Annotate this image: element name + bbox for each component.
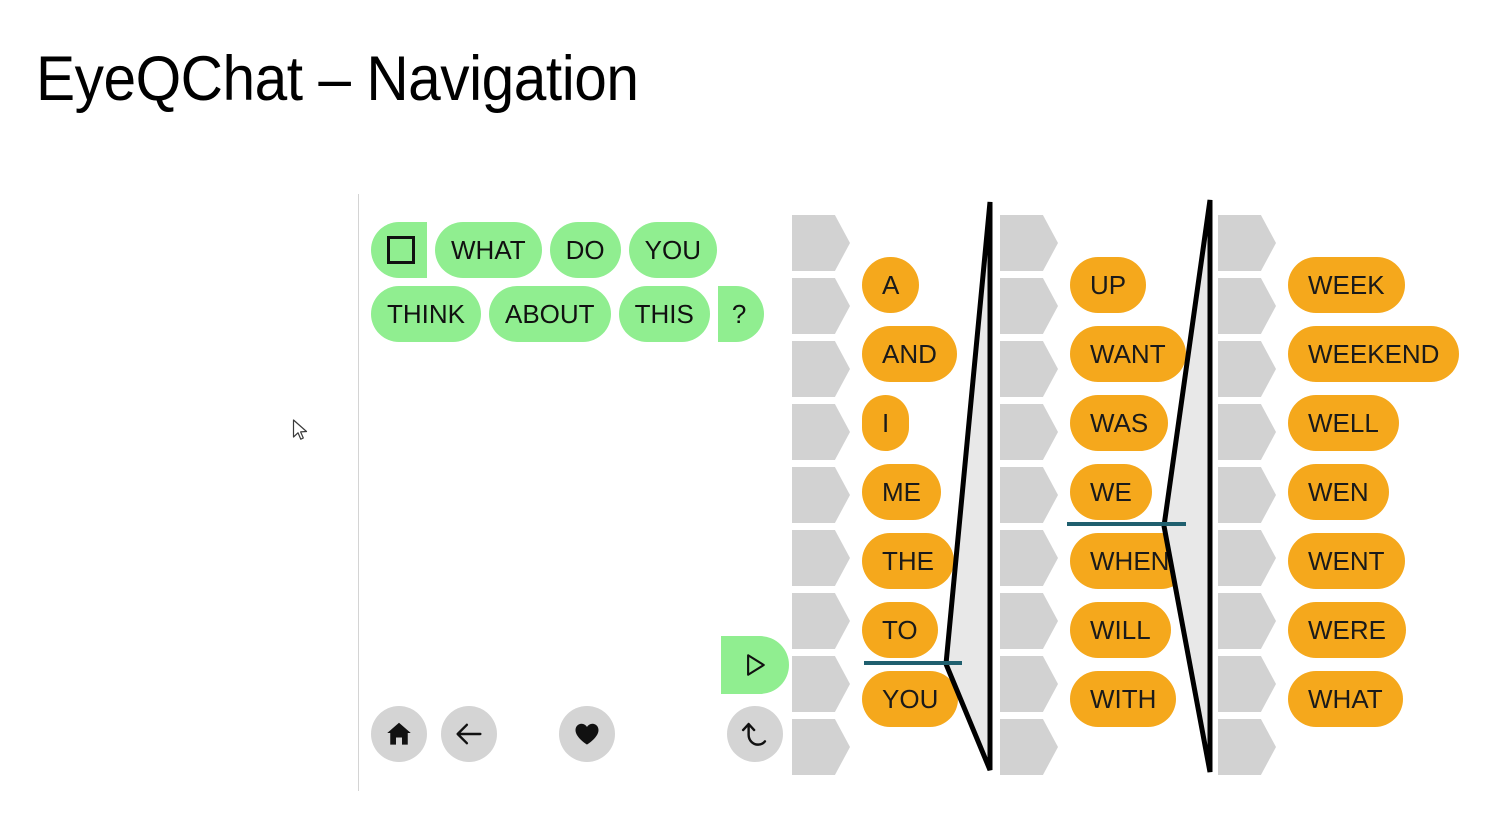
message-chip-icon[interactable] xyxy=(371,222,427,278)
heart-icon xyxy=(575,723,599,745)
nav-cell[interactable] xyxy=(1000,341,1058,397)
word-button[interactable]: A xyxy=(862,257,920,313)
word-list: A AND I ME THE TO YOU xyxy=(862,257,959,727)
nav-cell[interactable] xyxy=(1000,593,1058,649)
square-icon xyxy=(387,236,415,264)
message-bar: WHAT DO YOU THINK ABOUT THIS ? xyxy=(371,222,791,350)
word-button[interactable]: WHAT xyxy=(1288,671,1403,727)
nav-cell[interactable] xyxy=(792,593,850,649)
word-button[interactable]: WEEK xyxy=(1288,257,1405,313)
nav-cell[interactable] xyxy=(1218,341,1276,397)
word-list: WEEK WEEKEND WELL WEN WENT WERE WHAT xyxy=(1288,257,1460,727)
nav-cell[interactable] xyxy=(1218,719,1276,775)
word-button[interactable]: WEN xyxy=(1288,464,1389,520)
nav-cell[interactable] xyxy=(1000,656,1058,712)
message-chip[interactable]: THINK xyxy=(371,286,481,342)
panel-divider xyxy=(358,194,359,791)
word-button[interactable]: WANT xyxy=(1070,326,1186,382)
nav-cell[interactable] xyxy=(1218,215,1276,271)
word-button[interactable]: THE xyxy=(862,533,954,589)
nav-cell[interactable] xyxy=(1218,656,1276,712)
word-button[interactable]: UP xyxy=(1070,257,1147,313)
nav-cell[interactable] xyxy=(1000,530,1058,586)
nav-cell[interactable] xyxy=(792,215,850,271)
nav-cell-strip xyxy=(1218,215,1276,782)
message-chip[interactable]: DO xyxy=(549,222,621,278)
word-button[interactable]: I xyxy=(862,395,910,451)
nav-cell[interactable] xyxy=(1218,530,1276,586)
word-button[interactable]: ME xyxy=(862,464,941,520)
message-chip[interactable]: ? xyxy=(717,286,765,342)
nav-cell[interactable] xyxy=(1000,404,1058,460)
message-chip[interactable]: WHAT xyxy=(435,222,542,278)
play-icon xyxy=(747,654,765,676)
nav-cell-strip xyxy=(792,215,850,782)
nav-cell[interactable] xyxy=(792,341,850,397)
word-button[interactable]: WERE xyxy=(1288,602,1406,658)
arrow-left-icon xyxy=(456,723,482,745)
nav-cell[interactable] xyxy=(792,278,850,334)
nav-cell[interactable] xyxy=(1218,404,1276,460)
message-row: THINK ABOUT THIS ? xyxy=(371,286,791,342)
mouse-cursor-icon xyxy=(292,419,308,440)
nav-cell[interactable] xyxy=(1218,278,1276,334)
word-button[interactable]: WEEKEND xyxy=(1288,326,1460,382)
speak-button[interactable] xyxy=(721,636,789,694)
nav-cell[interactable] xyxy=(1218,467,1276,523)
nav-cell[interactable] xyxy=(792,530,850,586)
favorite-button[interactable] xyxy=(559,706,615,762)
page-title: EyeQChat – Navigation xyxy=(36,44,639,114)
home-icon xyxy=(387,722,411,745)
home-button[interactable] xyxy=(371,706,427,762)
nav-cell[interactable] xyxy=(1000,467,1058,523)
nav-cell[interactable] xyxy=(1000,278,1058,334)
nav-cell[interactable] xyxy=(792,656,850,712)
word-button[interactable]: WILL xyxy=(1070,602,1171,658)
word-button[interactable]: WAS xyxy=(1070,395,1169,451)
funnel-connector xyxy=(1161,199,1213,773)
selection-line xyxy=(864,661,962,665)
word-button[interactable]: AND xyxy=(862,326,957,382)
word-button[interactable]: WENT xyxy=(1288,533,1405,589)
word-button[interactable]: TO xyxy=(862,602,938,658)
selection-line xyxy=(1067,522,1186,526)
nav-cell-strip xyxy=(1000,215,1058,782)
word-button[interactable]: WITH xyxy=(1070,671,1177,727)
nav-cell[interactable] xyxy=(792,719,850,775)
undo-button[interactable] xyxy=(727,706,783,762)
funnel-connector xyxy=(943,201,993,771)
message-chip[interactable]: THIS xyxy=(618,286,710,342)
word-button[interactable]: WELL xyxy=(1288,395,1399,451)
word-list: UP WANT WAS WE WHEN WILL WITH xyxy=(1070,257,1190,727)
message-row: WHAT DO YOU xyxy=(371,222,791,278)
message-chip[interactable]: YOU xyxy=(628,222,717,278)
back-button[interactable] xyxy=(441,706,497,762)
undo-icon xyxy=(741,722,767,746)
nav-cell[interactable] xyxy=(1000,215,1058,271)
nav-cell[interactable] xyxy=(1000,719,1058,775)
word-button[interactable]: YOU xyxy=(862,671,959,727)
nav-cell[interactable] xyxy=(1218,593,1276,649)
nav-cell[interactable] xyxy=(792,404,850,460)
message-chip[interactable]: ABOUT xyxy=(489,286,611,342)
word-button[interactable]: WE xyxy=(1070,464,1152,520)
nav-cell[interactable] xyxy=(792,467,850,523)
